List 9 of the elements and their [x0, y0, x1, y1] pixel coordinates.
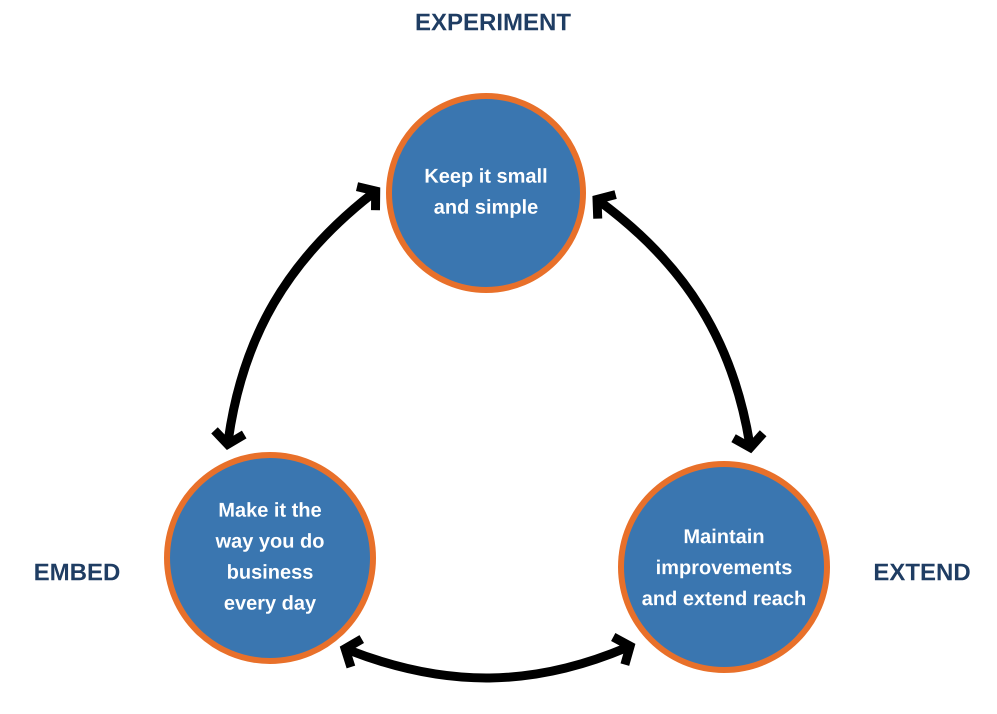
circle-node: Keep it small and simple	[386, 92, 586, 293]
circle-node: Maintain improvements and extend reach	[618, 460, 830, 673]
curved-arrow	[211, 182, 380, 450]
curved-arrow	[592, 190, 766, 454]
stage-heading: EMBED	[35, 564, 120, 580]
circle-node: Make it the way you do business every day	[164, 452, 376, 664]
stage-heading: EXPERIMENT	[416, 14, 571, 30]
stage-heading: EXTEND	[874, 564, 970, 580]
curved-arrow	[340, 633, 636, 682]
